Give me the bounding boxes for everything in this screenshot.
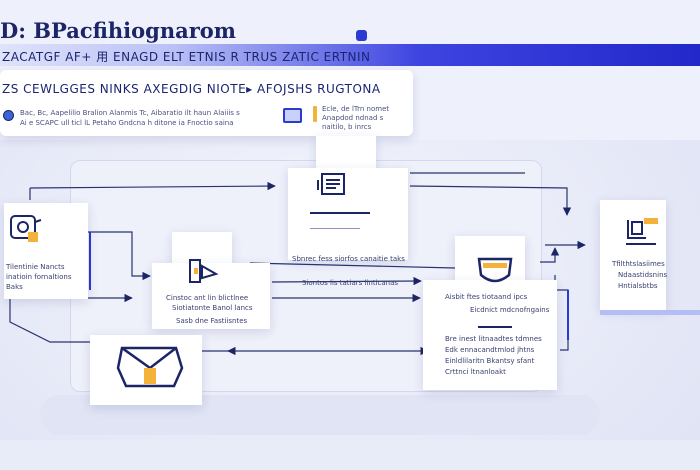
document-icon <box>317 173 345 195</box>
connector-right-up <box>540 247 560 263</box>
shield-node-line-3: Bre inest litnaadtes tdmnes <box>445 335 542 343</box>
page-subtitle: ZACATGF AF+ 用 ENAGD ELT ETNIS R TRUS ZAT… <box>2 50 371 64</box>
highlight-marker <box>313 106 317 122</box>
left-node-card <box>4 203 88 299</box>
shield-node-line-4: Edk ennacandtmlod jhtns <box>445 346 535 354</box>
right-node-line-3: Hntialsbtbs <box>618 282 658 290</box>
subtitle-bar <box>0 44 700 66</box>
document-divider <box>310 212 370 214</box>
info-panel-text-2: Ai e SCAPC ull ticl lL Petaho Gndcna h d… <box>20 119 234 127</box>
info-panel-heading: ZS CEWLGGES NINKS AXEGDIG NIOTE▸ AFOJSHS… <box>2 82 381 96</box>
right-node-line-1: Tfilthtslasiimes <box>612 260 665 268</box>
document-node-card <box>288 168 408 260</box>
left-node-line-1: Tilentinie Nancts <box>6 263 65 271</box>
mid-node-line-1: Cinstoc ant lin blictlnee <box>166 294 249 302</box>
lightbulb-icon <box>3 110 14 121</box>
info-panel-right-2: Anapdod ndnad s <box>322 114 384 122</box>
connector-mid-to-right <box>271 276 422 286</box>
document-divider-2 <box>310 228 360 229</box>
mid-node-card <box>152 263 270 329</box>
info-panel-right-3: naitilo, b inrcs <box>322 123 372 131</box>
document-node-line-1: Sbnrec fess siorfos canaitie taks <box>292 255 405 263</box>
desk-icon <box>626 218 658 245</box>
left-node-line-2: inatioin fornaltions <box>6 273 72 281</box>
shield-icon <box>477 257 513 283</box>
monitor-icon <box>283 108 302 123</box>
mid-node-line-3: Sasb dne Fastiisntes <box>176 317 248 325</box>
connector-top-to-rightcard <box>409 185 572 216</box>
shield-node-line-6: Crttnci ltnanloakt <box>445 368 506 376</box>
shield-node-line-2: Eicdnict mdcnofngains <box>470 306 550 314</box>
right-accent-bar <box>600 310 700 315</box>
connector-left-to-mid <box>88 231 151 281</box>
shield-node-line-1: Aisbit ftes tiotaand ipcs <box>445 293 528 301</box>
info-panel <box>0 70 413 136</box>
left-node-line-3: Baks <box>6 283 23 291</box>
connector-top-to-right <box>249 262 456 269</box>
shield-node-card <box>423 280 557 390</box>
info-panel-right-1: Ecle, de lTrn nomet <box>322 105 390 113</box>
info-panel-text-1: Bac, Bc, Aapelilio Bralion Alanmis Tc, A… <box>20 109 240 117</box>
machine-icon <box>10 215 42 242</box>
mid-node-line-2: Siotiatonte Banol lancs <box>172 304 253 312</box>
briefcase-icon <box>116 346 184 388</box>
right-node-line-2: Ndaastidsnins <box>618 271 668 279</box>
page-title: D: BPacfihiognarom <box>0 18 237 43</box>
shield-node-line-5: Einldlilaritn Bkantsy sfant <box>445 357 535 365</box>
footer-band <box>0 440 700 470</box>
shield-divider <box>478 326 512 328</box>
workstation-icon <box>189 259 219 283</box>
document-node-line-2: Siontos lis tatiars linticanas <box>302 279 399 287</box>
connector-left-to-top <box>29 181 276 191</box>
title-badge <box>356 30 367 41</box>
